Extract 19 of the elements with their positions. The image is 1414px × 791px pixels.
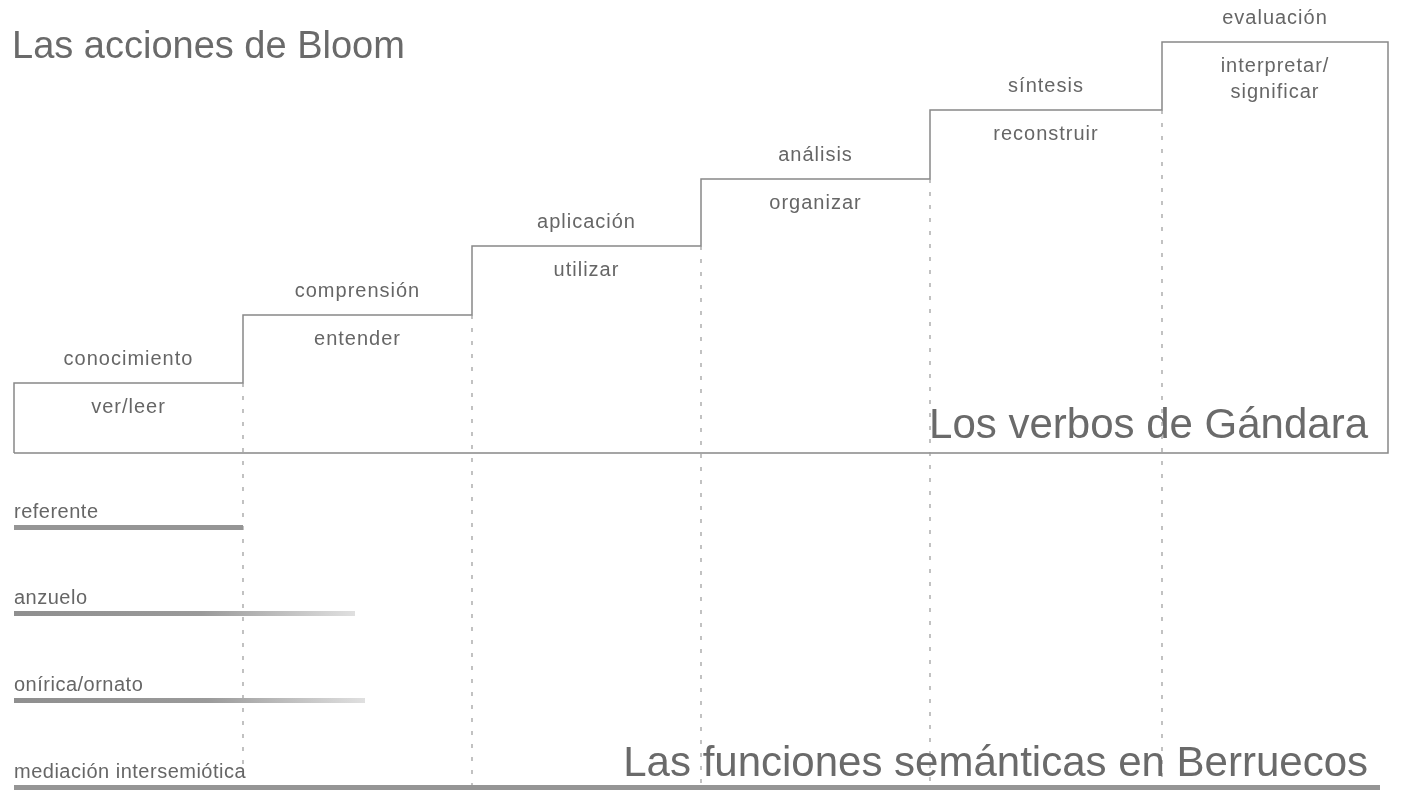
- verb-text: ver/leer: [90, 394, 167, 419]
- function-label: anzuelo: [14, 586, 88, 609]
- function-label: mediación intersemiótica: [14, 760, 247, 783]
- function-label: onírica/ornato: [14, 673, 144, 696]
- level-heading: síntesis: [1007, 74, 1085, 97]
- level-heading: análisis: [777, 143, 854, 166]
- title: Las acciones de Bloom: [12, 24, 405, 67]
- verb-text: utilizar: [552, 257, 621, 282]
- level-heading: aplicación: [536, 210, 637, 233]
- level-heading: evaluación: [1221, 6, 1329, 29]
- verb-text: interpretar/ significar: [1219, 53, 1331, 104]
- section-heading: Las funciones semánticas en Berruecos: [623, 738, 1368, 786]
- function-label: referente: [14, 500, 99, 523]
- verb-text: organizar: [768, 190, 863, 215]
- level-heading: comprensión: [293, 279, 422, 302]
- section-heading: Los verbos de Gándara: [929, 400, 1368, 448]
- verb-text: entender: [313, 326, 402, 351]
- level-heading: conocimiento: [62, 347, 195, 370]
- verb-text: reconstruir: [992, 121, 1100, 146]
